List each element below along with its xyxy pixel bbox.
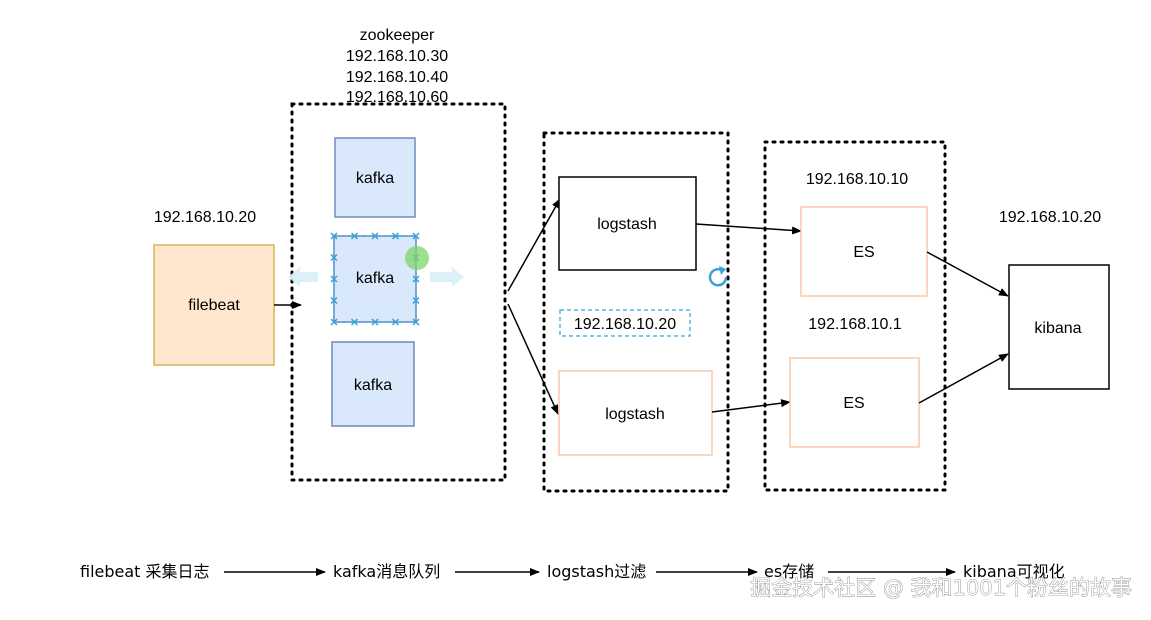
zookeeper-title: zookeeper bbox=[360, 27, 435, 44]
connection-point[interactable] bbox=[350, 232, 359, 240]
watermark: 掘金技术社区 @ 我和1001个粉丝的故事 bbox=[750, 576, 1132, 600]
logstash-node-1-label: logstash bbox=[597, 216, 657, 233]
es-node-2-label: ES bbox=[843, 395, 864, 412]
zookeeper-ip-2: 192.168.10.40 bbox=[346, 69, 448, 86]
logstash-ip-box[interactable] bbox=[559, 309, 691, 337]
kibana-node-label: kibana bbox=[1034, 320, 1081, 337]
kafka-node-3[interactable] bbox=[331, 341, 415, 427]
connection-point[interactable] bbox=[412, 232, 420, 240]
logstash-node-1[interactable] bbox=[558, 176, 697, 271]
connection-point[interactable] bbox=[412, 318, 420, 326]
flow-step-kafka: kafka消息队列 bbox=[333, 562, 440, 581]
drag-hint-right-arrow bbox=[430, 267, 464, 287]
logstash-ip-label: 192.168.10.20 bbox=[574, 316, 676, 333]
kafka-node-2[interactable] bbox=[333, 235, 417, 323]
logstash-group[interactable] bbox=[542, 131, 730, 493]
kafka-cluster-group[interactable] bbox=[290, 102, 507, 482]
kafka-node-3-label: kafka bbox=[354, 377, 392, 394]
filebeat-ip-label: 192.168.10.20 bbox=[154, 209, 256, 226]
arrow-es2-to-kibana[interactable] bbox=[918, 353, 1009, 404]
es1-ip-label: 192.168.10.10 bbox=[806, 171, 908, 188]
es-node-2[interactable] bbox=[789, 357, 920, 448]
logstash-node-2[interactable] bbox=[558, 370, 713, 456]
connection-point[interactable] bbox=[371, 232, 379, 240]
flow-step-filebeat: filebeat 采集日志 bbox=[80, 562, 210, 581]
kafka-node-1-label: kafka bbox=[356, 170, 394, 187]
connection-point[interactable] bbox=[371, 318, 379, 326]
connection-point[interactable] bbox=[330, 275, 338, 283]
kafka-node-2-label: kafka bbox=[356, 270, 394, 287]
arrow-es1-to-kibana[interactable] bbox=[926, 251, 1009, 297]
es-node-1[interactable] bbox=[800, 206, 928, 297]
flow-step-logstash: logstash过滤 bbox=[547, 562, 646, 581]
connection-point[interactable] bbox=[330, 253, 338, 262]
es2-ip-label: 192.168.10.1 bbox=[808, 316, 902, 333]
arrow-logstash2-to-es2[interactable] bbox=[711, 399, 791, 413]
zookeeper-ip-3: 192.168.10.60 bbox=[346, 89, 448, 106]
flow-step-es: es存储 bbox=[764, 562, 814, 581]
zookeeper-ip-1: 192.168.10.30 bbox=[346, 48, 448, 65]
filebeat-node-label: filebeat bbox=[188, 297, 240, 314]
es-node-1-label: ES bbox=[853, 244, 874, 261]
flow-step-kibana: kibana可视化 bbox=[963, 562, 1065, 581]
kibana-node[interactable] bbox=[1008, 264, 1110, 390]
connection-point[interactable] bbox=[330, 296, 338, 305]
drag-hint-left-arrow bbox=[288, 267, 318, 287]
connection-point[interactable] bbox=[391, 232, 400, 240]
kafka-node-1[interactable] bbox=[334, 137, 416, 218]
rotate-icon[interactable] bbox=[708, 266, 728, 287]
connection-point[interactable] bbox=[412, 296, 420, 305]
kibana-ip-label: 192.168.10.20 bbox=[999, 209, 1101, 226]
es-group[interactable] bbox=[763, 140, 947, 492]
filebeat-node[interactable] bbox=[153, 244, 275, 366]
arrow-logstash1-to-es1[interactable] bbox=[695, 223, 802, 235]
connection-point[interactable] bbox=[412, 275, 420, 283]
connection-point[interactable] bbox=[350, 318, 359, 326]
green-resize-handle[interactable] bbox=[405, 246, 429, 270]
logstash-node-2-label: logstash bbox=[605, 406, 665, 423]
arrow-kafka-to-logstash-2[interactable] bbox=[507, 303, 559, 415]
connection-point[interactable] bbox=[391, 318, 400, 326]
arrow-kafka-to-logstash-1[interactable] bbox=[507, 198, 561, 292]
connection-point[interactable] bbox=[330, 318, 338, 326]
connection-point[interactable] bbox=[330, 232, 338, 240]
